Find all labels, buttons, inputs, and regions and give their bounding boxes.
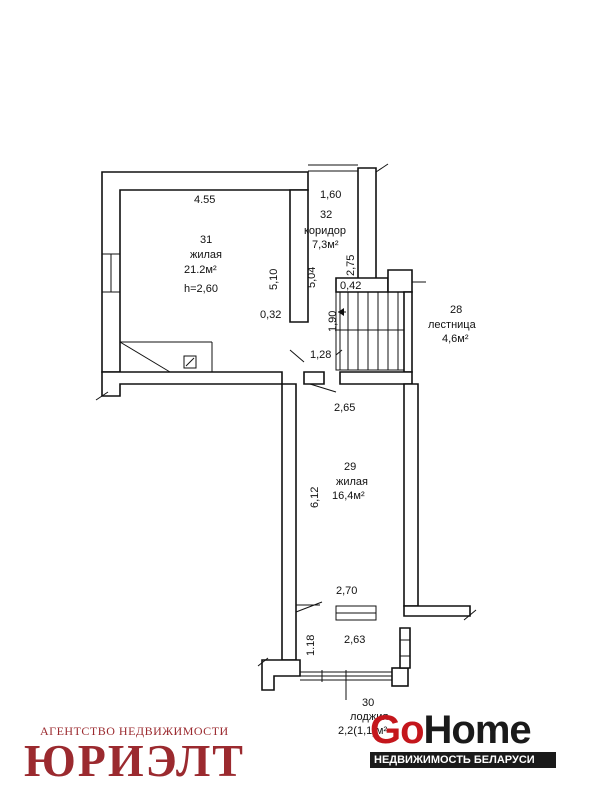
room-30-name: лоджия [350, 711, 388, 723]
room-32-area: 7,3м² [312, 239, 339, 251]
gohome-home: Home [423, 708, 532, 752]
room-32-number: 32 [320, 209, 332, 221]
room-29-walls [281, 371, 477, 661]
dim-2-75: 2,75 [345, 255, 357, 276]
room-31-name: жилая [190, 249, 222, 261]
room-29-number: 29 [344, 461, 356, 473]
dim-1-90: 1,90 [327, 311, 339, 332]
agency-logo: ЮРИЭЛТ [24, 735, 245, 786]
dim-5-10: 5,10 [268, 269, 280, 290]
room-30-area: 2,2(1,1)м² [338, 725, 387, 737]
room-28-name: лестница [428, 319, 477, 331]
dim-2-65: 2,65 [334, 402, 355, 414]
dim-1-18: 1.18 [305, 635, 317, 656]
room-29-area: 16,4м² [332, 490, 365, 502]
stairs-28 [335, 269, 426, 373]
room-31-number: 31 [200, 234, 212, 246]
dim-0-42: 0,42 [340, 280, 361, 292]
gohome-subtitle: НЕДВИЖИМОСТЬ БЕЛАРУСИ [370, 752, 556, 768]
room-28-area: 4,6м² [442, 333, 469, 345]
dim-1-60: 1,60 [320, 189, 341, 201]
room-31-area: 21.2м² [184, 264, 217, 276]
dim-4-55: 4.55 [194, 194, 215, 206]
agency-tagline: АГЕНТСТВО НЕДВИЖИМОСТИ [40, 724, 229, 738]
room-32-name: коридор [304, 225, 346, 237]
corridor-walls [308, 163, 389, 291]
dim-2-63: 2,63 [344, 634, 365, 646]
dim-2-70: 2,70 [336, 585, 357, 597]
dim-0-32: 0,32 [260, 309, 281, 321]
gohome-logo: GoHome НЕДВИЖИМОСТЬ БЕЛАРУСИ [370, 710, 556, 768]
dim-6-12: 6,12 [309, 487, 321, 508]
room-30-number: 30 [362, 697, 374, 709]
room-28-number: 28 [450, 304, 462, 316]
loggia-30 [257, 627, 411, 700]
door-swings [289, 349, 337, 393]
room-31-height: h=2,60 [184, 283, 218, 295]
room-29-name: жилая [336, 476, 368, 488]
dim-5-04: 5,04 [306, 267, 318, 288]
middle-wall [95, 341, 325, 401]
gohome-go: Go [370, 708, 425, 752]
dim-1-28: 1,28 [310, 349, 331, 361]
